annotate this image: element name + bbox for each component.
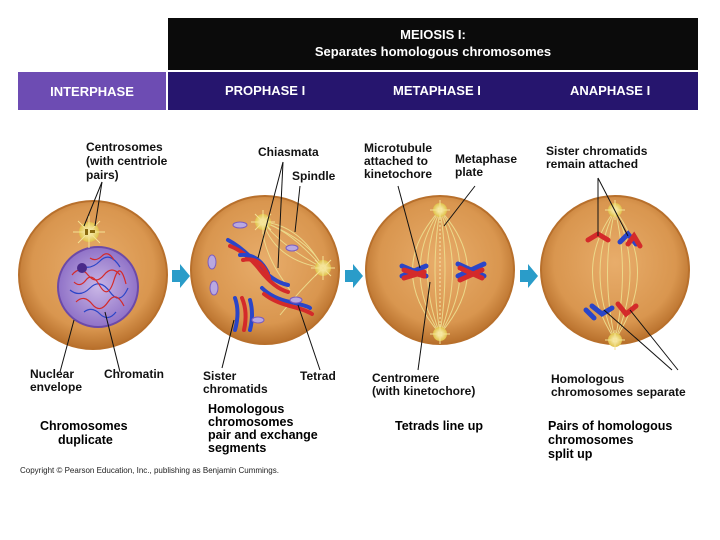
label-centromere: Centromere (with kinetochore) [372,371,475,398]
label-homologous-separate: Homologous chromosomes separate [551,372,686,399]
label-sister-attached: Sister chromatids remain attached [546,144,651,171]
anaphase-cell [541,196,689,350]
label-sister-chromatids: Sister chromatids [203,369,268,396]
arrow-1 [172,264,190,288]
metaphase-cell [366,196,514,344]
label-metaphase-plate: Metaphase plate [455,152,520,179]
interphase-cell [19,201,167,349]
arrow-3 [520,264,538,288]
caption-anaphase: Pairs of homologous chromosomes split up [548,419,676,461]
caption-interphase: Chromosomes duplicate [40,419,131,447]
label-centrosomes: Centrosomes (with centriole pairs) [86,140,171,182]
label-tetrad: Tetrad [300,369,336,383]
prophase-cell [191,196,339,344]
label-chromatin: Chromatin [104,367,164,381]
label-microtubule: Microtubule attached to kinetochore [364,141,435,181]
arrow-2 [345,264,363,288]
copyright-text: Copyright © Pearson Education, Inc., pub… [20,466,279,475]
label-nuclear-envelope: Nuclear envelope [30,367,82,394]
label-chiasmata: Chiasmata [258,145,319,159]
caption-prophase: Homologous chromosomes pair and exchange… [208,402,321,455]
label-spindle: Spindle [292,169,336,183]
caption-metaphase: Tetrads line up [395,419,483,433]
nucleolus [77,263,87,273]
